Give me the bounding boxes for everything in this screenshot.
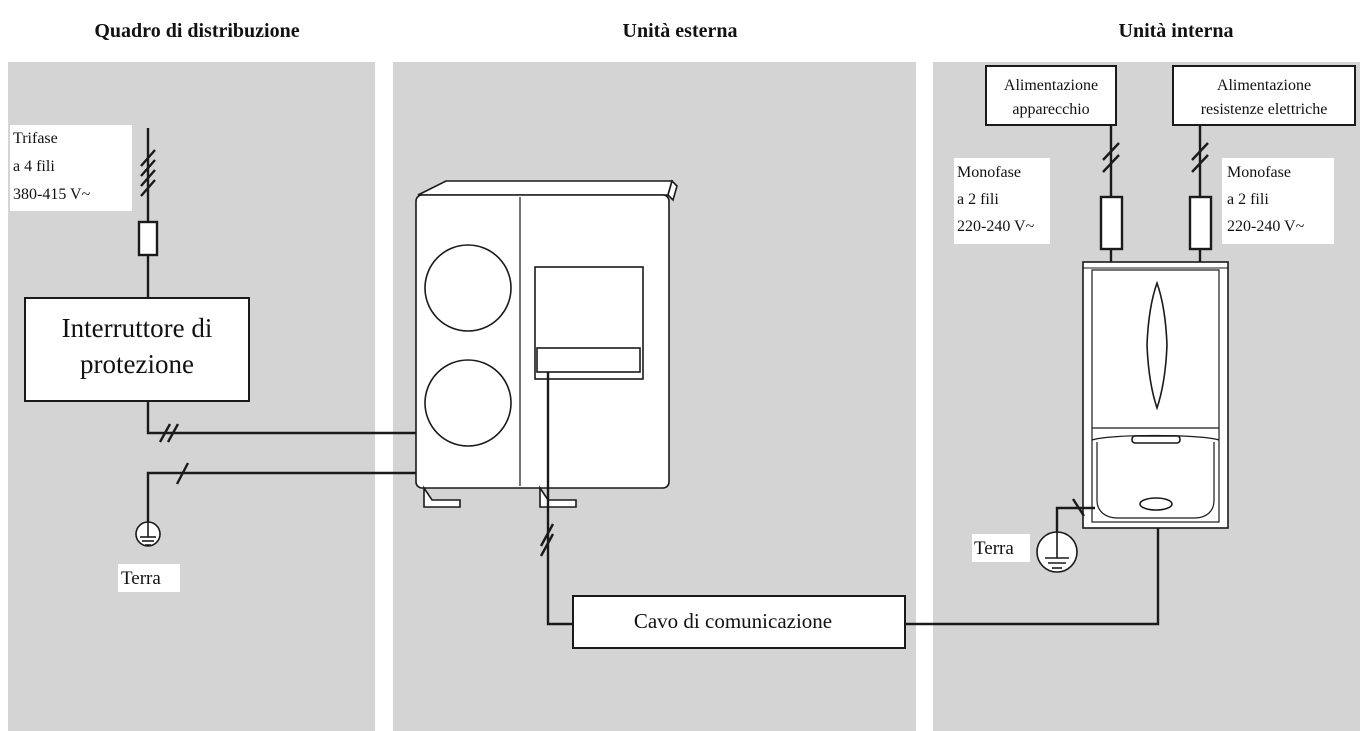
header-distribution-board: Quadro di distribuzione [94, 20, 299, 42]
svg-text:protezione: protezione [80, 349, 194, 379]
supply-wiring-right [1099, 125, 1213, 262]
svg-text:apparecchio: apparecchio [1012, 101, 1089, 118]
communication-cable [539, 372, 1160, 626]
svg-text:Monofase: Monofase [1227, 164, 1291, 181]
device-supply-box: Alimentazione apparecchio [985, 65, 1117, 126]
communication-cable-box: Cavo di comunicazione [572, 595, 906, 649]
header-outdoor-unit: Unità esterna [623, 20, 738, 42]
earth-label-right: Terra [974, 538, 1014, 559]
earth-symbol-right [1036, 531, 1078, 573]
svg-text:a 4 fili: a 4 fili [13, 158, 55, 175]
earth-wiring-right [1055, 498, 1095, 537]
header-indoor-unit: Unità interna [1119, 20, 1234, 42]
svg-text:Monofase: Monofase [957, 164, 1021, 181]
svg-text:a 2 fili: a 2 fili [957, 191, 999, 208]
svg-text:220-240 V~: 220-240 V~ [1227, 218, 1305, 235]
heater-supply-box: Alimentazione resistenze elettriche [1172, 65, 1356, 126]
earth-label-left: Terra [121, 568, 161, 589]
spec-label-device: Monofase a 2 fili 220-240 V~ [954, 158, 1050, 244]
protection-breaker-box: Interruttore di protezione [24, 297, 250, 402]
svg-text:a 2 fili: a 2 fili [1227, 191, 1269, 208]
svg-text:Cavo di comunicazione: Cavo di comunicazione [634, 609, 832, 633]
svg-text:Alimentazione: Alimentazione [1004, 77, 1098, 94]
earth-symbol-left [135, 521, 161, 547]
svg-text:Trifase: Trifase [13, 130, 58, 147]
svg-text:220-240 V~: 220-240 V~ [957, 218, 1035, 235]
supply-wiring-left [137, 128, 159, 298]
svg-text:380-415 V~: 380-415 V~ [13, 186, 91, 203]
spec-label-heaters: Monofase a 2 fili 220-240 V~ [1222, 158, 1334, 244]
svg-text:Interruttore di: Interruttore di [62, 313, 213, 343]
outdoor-unit-illustration [415, 179, 678, 508]
svg-text:Alimentazione: Alimentazione [1217, 77, 1311, 94]
three-phase-supply-label: Trifase a 4 fili 380-415 V~ [10, 125, 132, 211]
indoor-unit-illustration [1082, 261, 1229, 529]
svg-text:resistenze elettriche: resistenze elettriche [1201, 101, 1328, 118]
